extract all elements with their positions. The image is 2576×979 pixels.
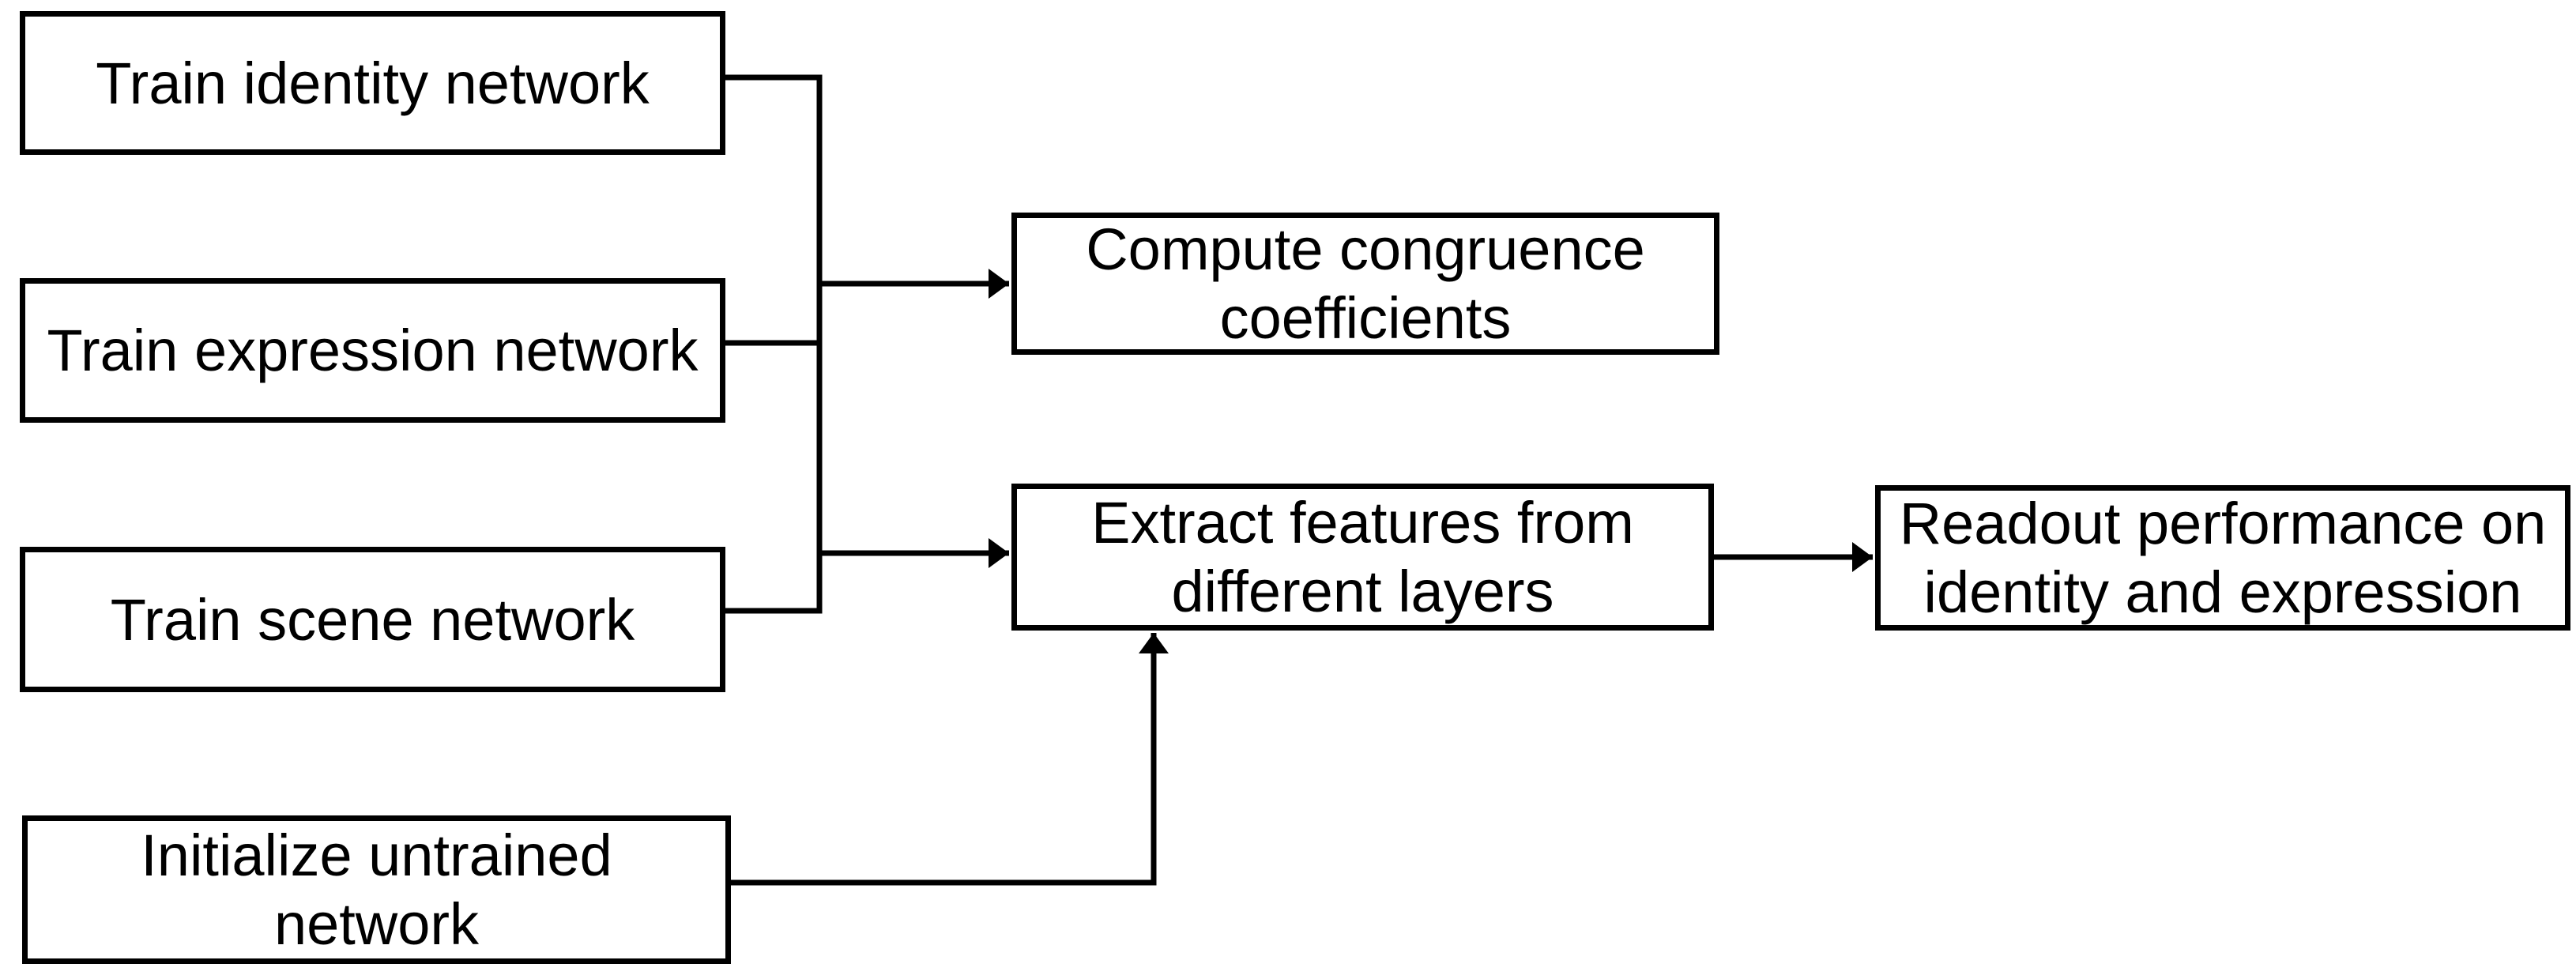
node-initialize-untrained-network: Initialize untrained network xyxy=(22,815,731,964)
node-train-expression-network: Train expression network xyxy=(20,278,725,423)
node-readout-performance-label: Readout performance on identity and expr… xyxy=(1899,491,2547,625)
node-initialize-untrained-network-label: Initialize untrained network xyxy=(141,823,612,957)
node-extract-features-label: Extract features from different layers xyxy=(1091,490,1634,624)
node-readout-performance: Readout performance on identity and expr… xyxy=(1875,485,2570,631)
node-compute-congruence-coefficients-label: Compute congruence coefficients xyxy=(1086,217,1645,351)
node-train-expression-network-label: Train expression network xyxy=(47,318,699,383)
node-train-identity-network: Train identity network xyxy=(20,11,725,155)
node-train-scene-network-label: Train scene network xyxy=(110,586,635,653)
node-extract-features: Extract features from different layers xyxy=(1011,484,1714,631)
edge-initialize-to-extract-features-arrow xyxy=(725,633,1169,886)
node-train-scene-network: Train scene network xyxy=(20,547,725,692)
node-compute-congruence-coefficients: Compute congruence coefficients xyxy=(1011,213,1719,355)
node-train-identity-network-label: Train identity network xyxy=(96,50,650,116)
